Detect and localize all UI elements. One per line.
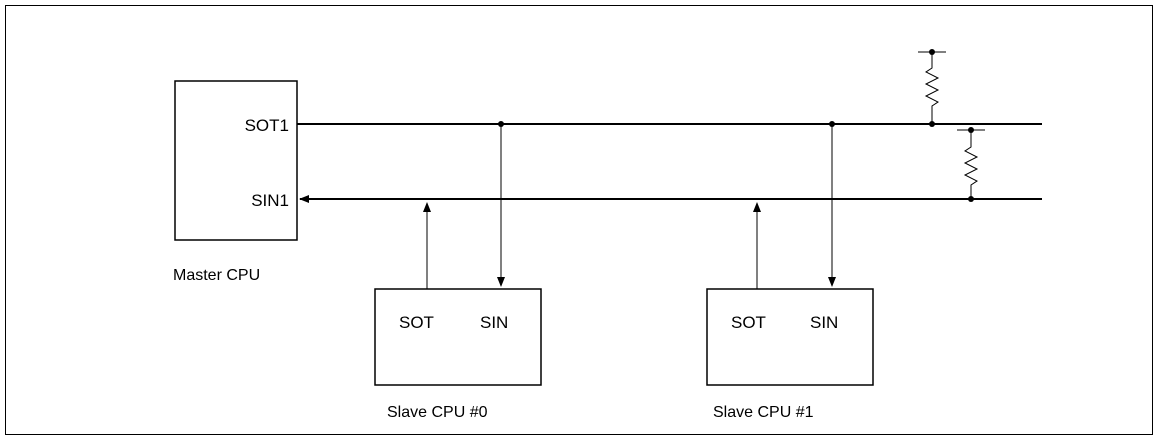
slave-cpu-0-caption: Slave CPU #0 [387, 404, 488, 421]
slave1-sot-label: SOT [731, 313, 766, 332]
pullup-resistor-2 [957, 127, 985, 199]
slave-cpu-0: SOT SIN Slave CPU #0 [374, 124, 542, 421]
slave-cpu-1-box [706, 288, 874, 386]
pullup-resistor-1 [918, 49, 946, 124]
slave0-sot-label: SOT [399, 313, 434, 332]
diagram-frame [5, 5, 1153, 435]
master-cpu-caption: Master CPU [173, 267, 260, 284]
slave-cpu-0-box [374, 288, 542, 386]
master-cpu-box [174, 80, 298, 241]
slave-cpu-1: SOT SIN Slave CPU #1 [706, 124, 874, 421]
slave-cpu-1-caption: Slave CPU #1 [713, 404, 814, 421]
master-sin1-label: SIN1 [251, 191, 289, 210]
master-sot1-label: SOT1 [245, 116, 289, 135]
slave0-sin-label: SIN [480, 313, 508, 332]
slave1-sin-label: SIN [810, 313, 838, 332]
master-cpu: SOT1 SIN1 Master CPU [173, 80, 298, 284]
